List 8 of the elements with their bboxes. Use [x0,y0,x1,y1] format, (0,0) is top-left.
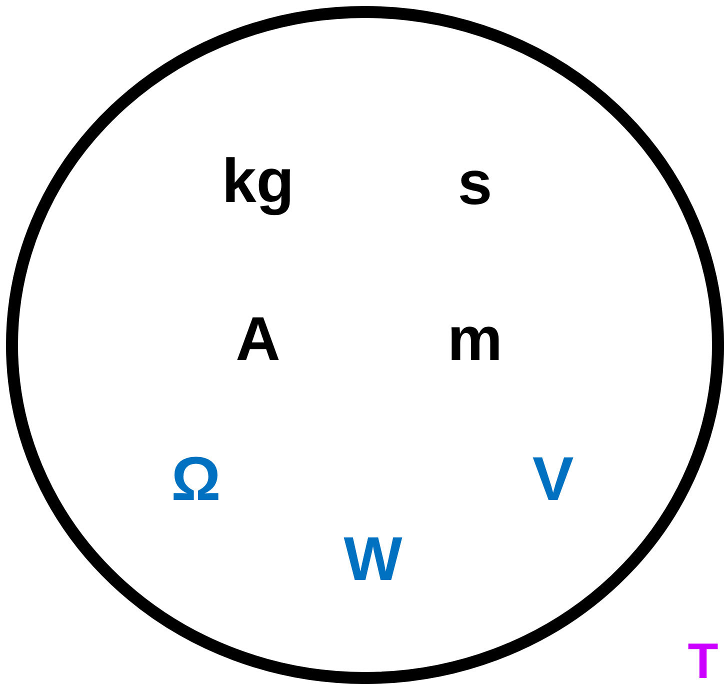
unit-symbol: V [532,449,574,511]
unit-symbol: W [344,529,402,591]
unit-symbol: A [236,309,280,371]
unit-symbol: T [688,636,718,686]
unit-symbol: m [447,309,503,371]
unit-symbol: kg [222,151,294,213]
unit-symbol: s [458,153,492,215]
unit-symbol: Ω [171,449,221,511]
